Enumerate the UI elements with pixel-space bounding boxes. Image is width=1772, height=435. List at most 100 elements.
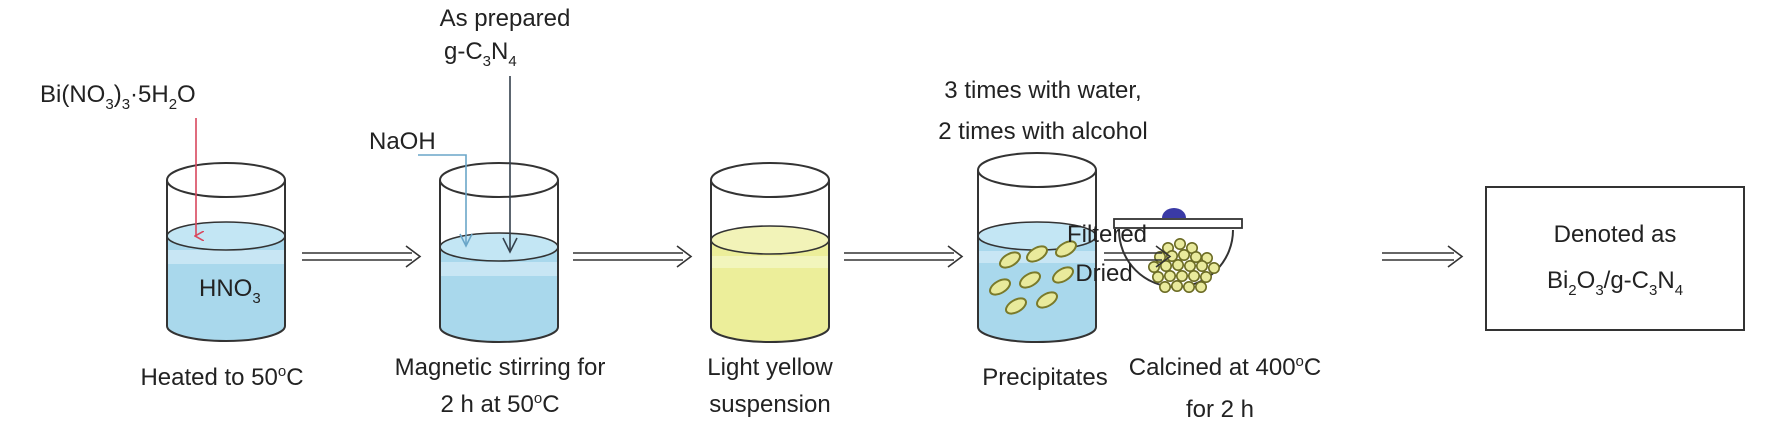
beaker-3-liquid-surface bbox=[710, 225, 830, 255]
precipitate-particle bbox=[1026, 245, 1048, 263]
wash-line-2: 2 times with alcohol bbox=[938, 118, 1147, 145]
calcined-particles bbox=[1148, 238, 1221, 293]
precipitate-particle bbox=[1019, 271, 1041, 289]
naoh-arrow-head bbox=[459, 233, 473, 248]
calcined-particle bbox=[1172, 258, 1185, 271]
naoh-label: NaOH bbox=[369, 128, 436, 155]
text-run-sub: 3 bbox=[1595, 282, 1603, 299]
text-run-sub: 4 bbox=[508, 53, 516, 70]
result-line-2: Bi2O3/g-C3N4 bbox=[1547, 267, 1683, 299]
precipitate-particle bbox=[1005, 297, 1027, 315]
bismuth-nitrate-label: Bi(NO3)3·5H2O bbox=[40, 81, 196, 113]
dried-label: Dried bbox=[1075, 260, 1132, 287]
beaker-stirring bbox=[439, 162, 559, 343]
calcined-particle bbox=[1196, 259, 1209, 272]
calcined-particle bbox=[1160, 259, 1173, 272]
text-run-sub: 4 bbox=[1675, 282, 1683, 299]
calcined-particle bbox=[1184, 259, 1197, 272]
crucible-lid bbox=[1113, 218, 1243, 229]
calcined-particle bbox=[1174, 238, 1187, 251]
text-run-sub: 2 bbox=[1568, 282, 1576, 299]
text-run-normal: C bbox=[1304, 354, 1321, 381]
beaker-1-rim bbox=[166, 162, 286, 198]
step-5-caption-line-2: for 2 h bbox=[1186, 396, 1254, 423]
text-run-sub: 3 bbox=[1649, 282, 1657, 299]
step-3-caption-line-1: Light yellow bbox=[707, 354, 833, 381]
flow-arrow-3 bbox=[844, 245, 964, 268]
calcined-particle bbox=[1195, 280, 1208, 293]
beaker-3-liquid bbox=[711, 240, 829, 342]
step-5-caption-line-1: Calcined at 400oC bbox=[1129, 353, 1321, 381]
text-run-sub: 3 bbox=[252, 290, 260, 307]
step-1-caption: Heated to 50oC bbox=[140, 363, 303, 391]
calcined-particle bbox=[1159, 280, 1172, 293]
text-run-normal: O bbox=[1577, 267, 1596, 294]
precipitate-particle bbox=[989, 278, 1011, 296]
calcined-particle bbox=[1200, 270, 1213, 283]
wash-line-1: 3 times with water, bbox=[944, 77, 1141, 104]
hno3-label: HNO3 bbox=[199, 275, 261, 307]
precipitate-particle bbox=[999, 251, 1021, 269]
precipitate-particles bbox=[989, 240, 1077, 315]
calcined-particle bbox=[1152, 270, 1165, 283]
gcn-label: g-C3N4 bbox=[444, 38, 517, 70]
calcined-particle bbox=[1171, 279, 1184, 292]
result-line-1: Denoted as bbox=[1554, 221, 1677, 248]
beaker-4-glass bbox=[977, 170, 1097, 343]
text-run-normal: HNO bbox=[199, 275, 252, 302]
beaker-2-liquid-surface bbox=[439, 232, 559, 262]
text-run-normal: Bi bbox=[1547, 267, 1568, 294]
calcined-particle bbox=[1166, 250, 1179, 263]
text-run-normal: ·5H bbox=[130, 81, 169, 108]
text-run-normal: Light yellow bbox=[707, 354, 833, 381]
text-run-normal: 2 h at 50 bbox=[440, 391, 533, 418]
flow-arrow-1 bbox=[302, 245, 422, 268]
text-run-normal: Calcined at 400 bbox=[1129, 354, 1296, 381]
step-4-caption: Precipitates bbox=[982, 364, 1107, 391]
naoh-addition-arrow bbox=[418, 154, 467, 244]
text-run-normal: ) bbox=[114, 81, 122, 108]
step-3-caption-line-2: suspension bbox=[709, 391, 830, 418]
text-run-normal: g-C bbox=[444, 38, 483, 65]
text-run-normal: Heated to 50 bbox=[140, 364, 277, 391]
text-run-sub: 3 bbox=[483, 53, 491, 70]
beaker-4-rim bbox=[977, 152, 1097, 188]
text-run-sup: o bbox=[278, 363, 286, 380]
as-prepared-label: As prepared bbox=[440, 5, 571, 32]
text-run-normal: C bbox=[286, 364, 303, 391]
flow-arrow-5 bbox=[1382, 245, 1464, 268]
result-box bbox=[1485, 186, 1745, 331]
text-run-sup: o bbox=[534, 390, 542, 407]
crucible-dome-knob bbox=[1162, 208, 1186, 218]
beaker-1-band bbox=[167, 250, 285, 264]
precipitate-particle bbox=[1055, 240, 1077, 258]
calcined-particle bbox=[1208, 261, 1221, 274]
filtered-label: Filtered bbox=[1067, 221, 1147, 248]
text-run-normal: Precipitates bbox=[982, 364, 1107, 391]
text-run-sub: 3 bbox=[105, 96, 113, 113]
beaker-1-glass bbox=[166, 180, 286, 342]
text-run-normal: N bbox=[491, 38, 508, 65]
text-run-normal: suspension bbox=[709, 391, 830, 418]
text-run-normal: for 2 h bbox=[1186, 396, 1254, 423]
text-run-normal: /g-C bbox=[1604, 267, 1649, 294]
beaker-2-rim bbox=[439, 162, 559, 198]
step-2-caption-line-1: Magnetic stirring for bbox=[395, 354, 606, 381]
calcined-particle bbox=[1188, 269, 1201, 282]
step-2-caption-line-2: 2 h at 50oC bbox=[440, 390, 559, 418]
crucible bbox=[1113, 208, 1243, 293]
beaker-1-liquid-surface bbox=[166, 221, 286, 251]
calcined-particle bbox=[1183, 280, 1196, 293]
beaker-2-band bbox=[440, 262, 558, 276]
beaker-2-glass bbox=[439, 180, 559, 343]
text-run-normal: O bbox=[177, 81, 196, 108]
text-run-sub: 3 bbox=[122, 96, 130, 113]
beaker-precipitates bbox=[977, 152, 1097, 343]
beaker-hno3 bbox=[166, 162, 286, 342]
text-run-sup: o bbox=[1296, 353, 1304, 370]
beaker-3-glass bbox=[710, 180, 830, 343]
text-run-normal: C bbox=[542, 391, 559, 418]
flow-arrow-4 bbox=[1104, 245, 1172, 268]
calcined-particle bbox=[1178, 249, 1191, 262]
